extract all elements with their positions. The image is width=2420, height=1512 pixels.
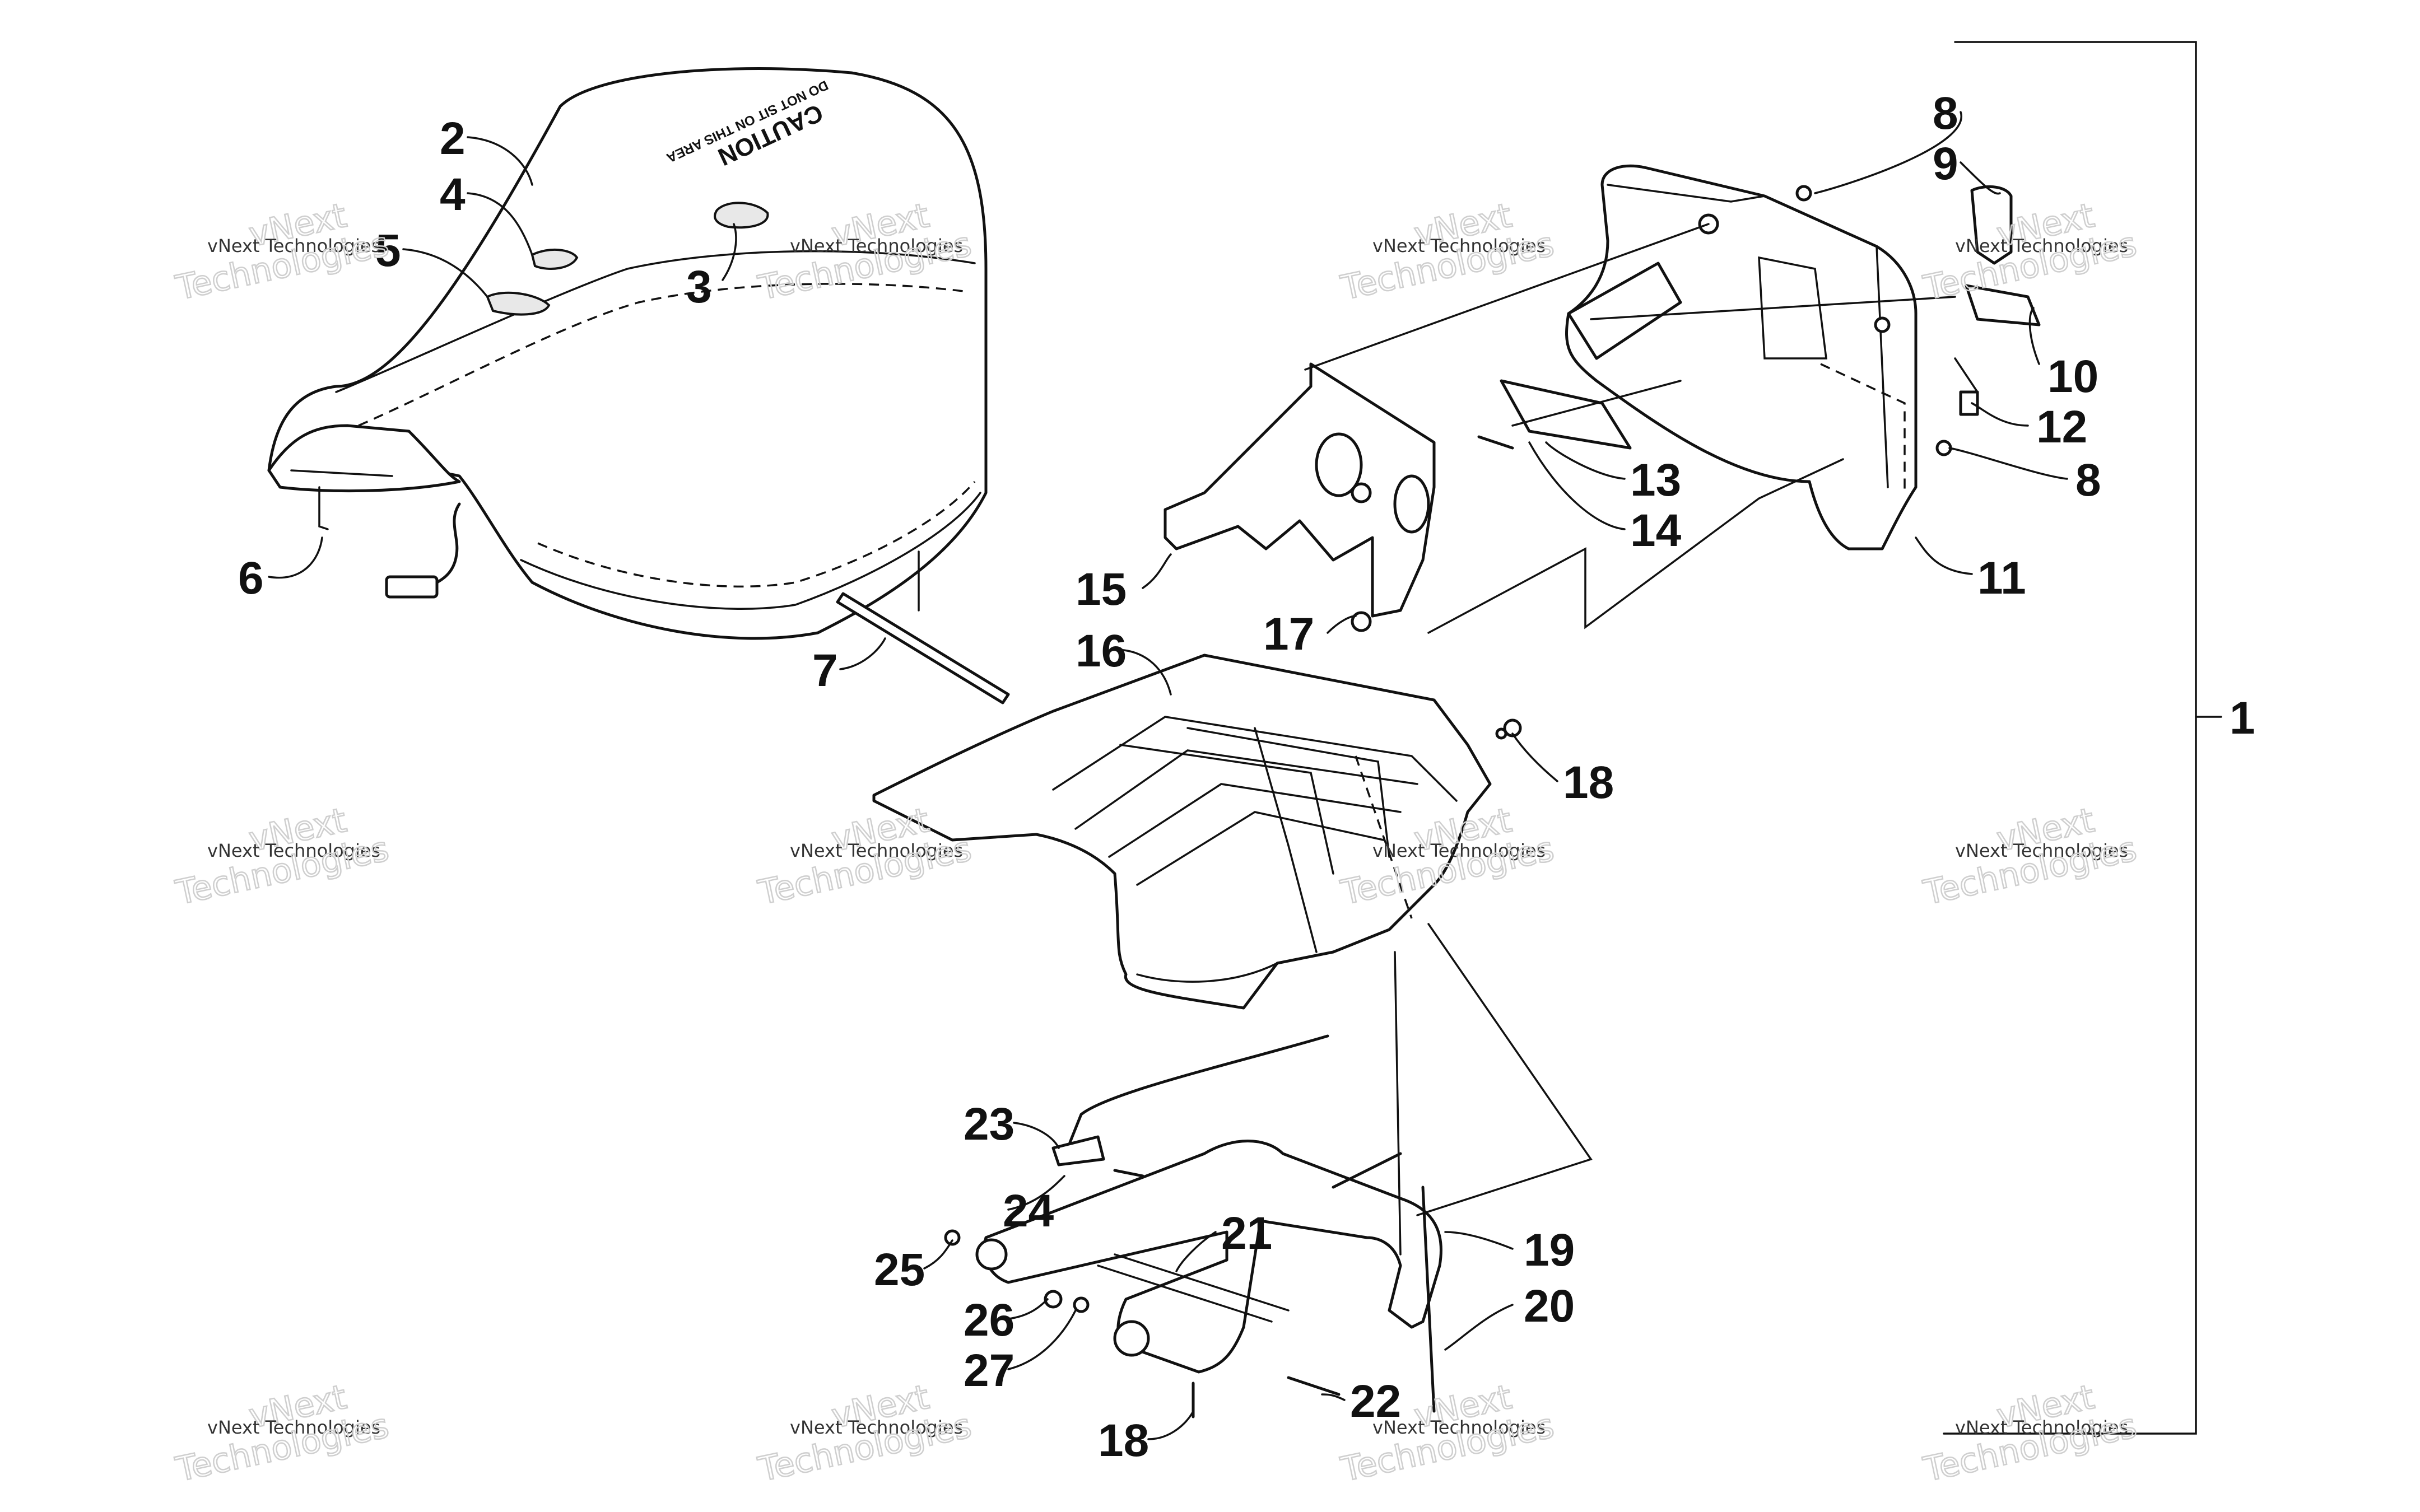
watermark: vNext vNext Technologies Technologies — [1919, 800, 2140, 914]
hinge-part-10 — [1965, 284, 2041, 326]
rod-part-20 — [1421, 1186, 1436, 1413]
callout-27: 27 — [964, 1345, 1014, 1396]
svg-text:vNext Technologies: vNext Technologies — [207, 840, 380, 861]
callout-22: 22 — [1350, 1376, 1401, 1427]
svg-text:vNext Technologies: vNext Technologies — [1955, 1417, 2128, 1438]
seat-harness-connector — [385, 575, 439, 599]
callout-15: 15 — [1076, 564, 1127, 615]
callout-21: 21 — [1221, 1208, 1272, 1259]
callout-3: 3 — [686, 262, 712, 312]
bolt-part-22 — [1287, 1376, 1341, 1396]
callout-5: 5 — [375, 225, 401, 276]
washer-part-25 — [944, 1229, 961, 1246]
spring-part-14 — [1477, 435, 1514, 450]
callout-4: 4 — [440, 169, 466, 220]
callout-16: 16 — [1076, 626, 1127, 676]
callout-8-top: 8 — [1933, 88, 1958, 139]
callout-19: 19 — [1524, 1225, 1575, 1276]
callout-labels: 1 2 3 4 5 6 7 8 8 9 10 11 12 13 14 15 16… — [238, 88, 2255, 1466]
callout-11: 11 — [1977, 553, 2026, 604]
watermark-tiles: vNext vNext Technologies Technologies vN… — [171, 195, 2140, 1491]
callout-23: 23 — [964, 1099, 1014, 1150]
nut-part-26 — [1044, 1290, 1063, 1309]
rivet-part-18-upper — [1503, 718, 1522, 738]
svg-text:vNext Technologies: vNext Technologies — [1955, 235, 2128, 256]
callout-12: 12 — [2036, 402, 2087, 452]
seat-assembly: CAUTION DO NOT SIT ON THIS AREA — [267, 67, 988, 640]
screw-part-8-top — [1795, 185, 1812, 202]
latch-frame — [944, 718, 1522, 1418]
svg-text:vNext Technologies: vNext Technologies — [1372, 235, 1546, 256]
patch-part-5 — [486, 291, 551, 316]
callout-17: 17 — [1263, 609, 1314, 660]
strap-part-7 — [836, 592, 1010, 704]
callout-1: 1 — [2230, 693, 2255, 744]
watermark: vNext vNext Technologies Technologies — [1919, 195, 2140, 309]
patch-part-3 — [714, 202, 769, 229]
callout-13: 13 — [1630, 455, 1681, 506]
handle-part-9 — [1970, 185, 2013, 265]
callout-24: 24 — [1003, 1186, 1054, 1236]
callout-25: 25 — [874, 1244, 925, 1295]
patch-part-4 — [530, 248, 579, 270]
svg-text:vNext Technologies: vNext Technologies — [1372, 1417, 1546, 1438]
nut-part-27 — [1073, 1296, 1090, 1313]
watermark: vNext vNext Technologies Technologies — [171, 1377, 393, 1491]
latch-plate-part-13 — [1500, 379, 1632, 450]
callout-7: 7 — [812, 645, 838, 696]
watermark: vNext vNext Technologies Technologies — [171, 800, 393, 914]
seat-base-part-16 — [872, 654, 1492, 1010]
svg-text:vNext Technologies: vNext Technologies — [1372, 840, 1546, 861]
nut-part-17 — [1351, 611, 1372, 632]
svg-text:vNext Technologies: vNext Technologies — [790, 1417, 963, 1438]
leader-lines — [268, 41, 2222, 1440]
callout-18-upper: 18 — [1563, 757, 1614, 808]
watermark: vNext vNext Technologies Technologies — [171, 195, 393, 309]
storage-compartment — [1477, 164, 2041, 550]
pin-part-24 — [1113, 1169, 1144, 1178]
callout-20: 20 — [1524, 1281, 1575, 1332]
clip-part-12 — [1959, 390, 1979, 416]
mount-bracket — [1164, 362, 1436, 632]
callout-26: 26 — [964, 1295, 1014, 1346]
callout-2: 2 — [440, 113, 466, 164]
callout-9: 9 — [1933, 138, 1958, 189]
watermark: vNext vNext Technologies Technologies — [754, 195, 975, 309]
callout-6: 6 — [238, 553, 264, 604]
callout-14: 14 — [1630, 505, 1682, 556]
svg-text:vNext Technologies: vNext Technologies — [790, 235, 963, 256]
watermark: vNext vNext Technologies Technologies — [754, 1377, 975, 1491]
svg-text:vNext Technologies: vNext Technologies — [790, 840, 963, 861]
svg-text:vNext Technologies: vNext Technologies — [207, 1417, 380, 1438]
callout-8-side: 8 — [2075, 455, 2101, 506]
svg-text:vNext Technologies: vNext Technologies — [1955, 840, 2128, 861]
callout-10: 10 — [2047, 351, 2098, 402]
svg-text:vNext Technologies: vNext Technologies — [207, 235, 380, 256]
callout-18-lower: 18 — [1098, 1415, 1149, 1466]
cable-part-23 — [1068, 1034, 1329, 1144]
